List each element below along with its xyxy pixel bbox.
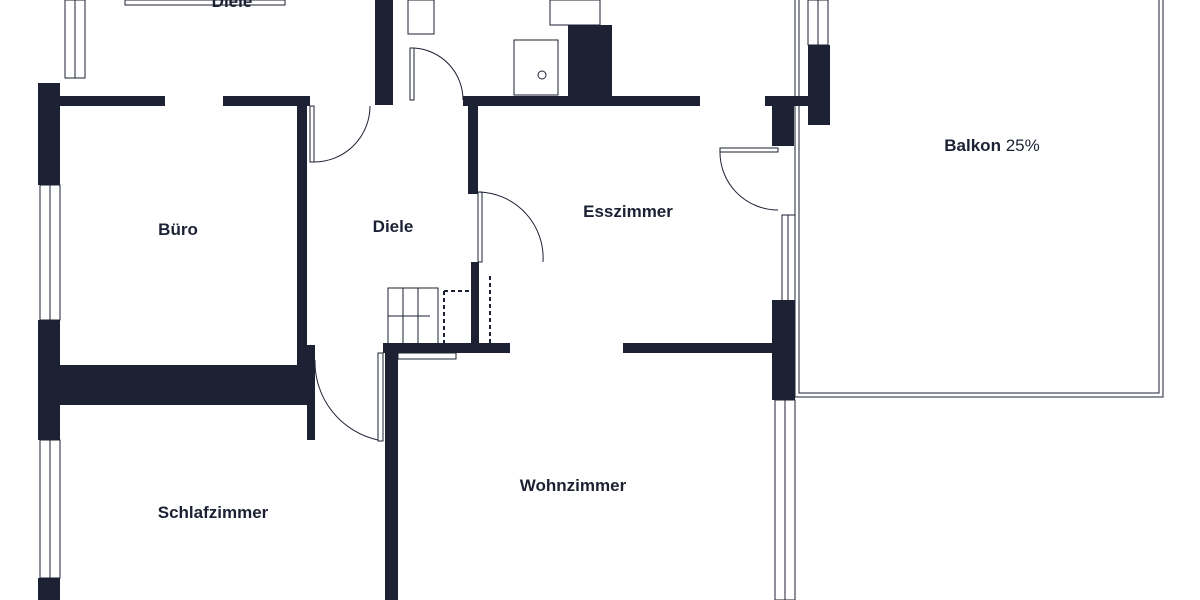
room-label-diele-top: Diele — [211, 0, 253, 11]
room-label-esszimmer: Esszimmer — [583, 202, 673, 221]
fixtures — [387, 0, 601, 360]
doors — [309, 47, 779, 442]
balkon-name: Balkon — [944, 136, 1001, 155]
balcony-outline — [794, 0, 1164, 398]
room-label-schlafzimmer: Schlafzimmer — [157, 503, 269, 522]
room-label-wohnzimmer: Wohnzimmer — [519, 476, 627, 495]
room-label-diele: Diele — [372, 217, 414, 236]
balkon-area-note: 25% — [1005, 136, 1040, 155]
room-label-buero: Büro — [158, 220, 198, 239]
walls — [38, 0, 830, 600]
room-label-balkon: Balkon 25% — [944, 136, 1039, 156]
